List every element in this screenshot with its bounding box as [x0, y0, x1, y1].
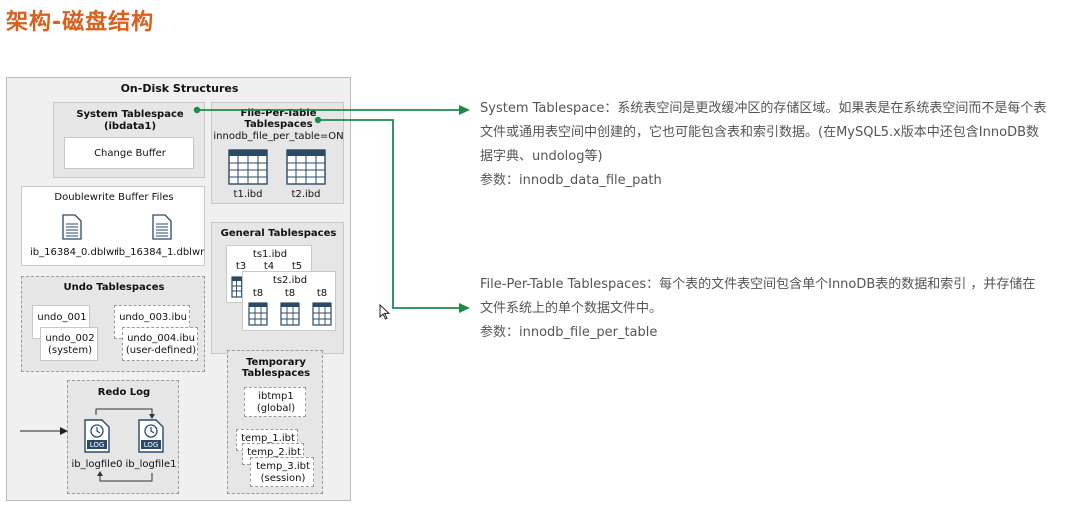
desc-system-line2: 文件或通用表空间中创建的，它也可能包含表和索引数据。(在MySQL5.x版本中还…: [480, 125, 1040, 140]
diagram-title: On-Disk Structures: [120, 82, 239, 95]
undo-title: Undo Tablespaces: [63, 282, 165, 293]
redo-file-0: ib_logfile0: [71, 459, 123, 470]
undo-002-note: (system): [48, 345, 92, 356]
system-tablespace-subtitle: (ibdata1): [103, 121, 157, 132]
system-tablespace-description: System Tablespace：系统表空间是更改缓冲区的存储区域。如果表是在…: [480, 97, 1046, 193]
ibtmp-label: ibtmp1: [258, 391, 294, 402]
redo-log-box: Redo Log LOG LOG ib_logfile0 ib_logfile1: [67, 380, 179, 494]
file-per-table-box: File-Per-Table Tablespaces innodb_file_p…: [211, 102, 344, 204]
desc-fpt-line1: File-Per-Table Tablespaces：每个表的文件表空间包含单个…: [480, 277, 1036, 292]
desc-system-line1: System Tablespace：系统表空间是更改缓冲区的存储区域。如果表是在…: [480, 101, 1047, 116]
log-badge: LOG: [143, 441, 159, 449]
temp-title2: Tablespaces: [241, 368, 311, 379]
table-icon: [228, 149, 268, 185]
ts1-table-t5: t5: [291, 261, 303, 272]
fpt-title2: Tablespaces: [244, 119, 313, 130]
redo-title: Redo Log: [97, 387, 151, 398]
general-tablespaces-box: General Tablespaces ts1.ibd t3 t4 t5 ts2…: [211, 222, 344, 354]
table-icon: [312, 302, 332, 326]
file-per-table-description: File-Per-Table Tablespaces：每个表的文件表空间包含单个…: [480, 273, 1035, 345]
ts1-table-t3: t3: [235, 261, 247, 272]
temp-1-label: temp_1.ibt: [241, 433, 295, 444]
table-icon: [280, 302, 300, 326]
dblwr-file-1: ib_16384_1.dblwr: [116, 247, 205, 258]
general-title: General Tablespaces: [220, 228, 337, 239]
redo-file-1: ib_logfile1: [125, 459, 177, 470]
undo-002-label: undo_002: [45, 333, 95, 344]
fpt-param: innodb_file_per_table=ON: [213, 131, 344, 142]
log-badge: LOG: [89, 441, 105, 449]
ts2-table-t8: t8: [284, 288, 296, 299]
change-buffer-box: Change Buffer: [64, 137, 194, 169]
ts2-label: ts2.ibd: [272, 275, 308, 286]
desc-system-line3: 据字典、undolog等): [480, 149, 603, 164]
table-icon: [248, 302, 268, 326]
undo-004-box: undo_004.ibu (user-defined): [122, 327, 198, 361]
temp-2-label: temp_2.ibt: [247, 447, 301, 458]
on-disk-structures-diagram: On-Disk Structures System Tablespace (ib…: [6, 77, 351, 501]
log-file-icon: LOG: [84, 419, 110, 453]
ts2-box: ts2.ibd t8 t8 t8: [242, 271, 336, 331]
undo-002-box: undo_002 (system): [40, 327, 98, 361]
temp-3-box: temp_3.ibt (session): [250, 457, 314, 487]
undo-003-label: undo_003.ibu: [119, 312, 187, 323]
undo-tablespaces-box: Undo Tablespaces undo_001 undo_002 (syst…: [21, 276, 205, 372]
ts2-table-t8: t8: [316, 288, 328, 299]
ts1-label: ts1.ibd: [252, 249, 288, 260]
ibtmp-box: ibtmp1 (global): [244, 387, 306, 417]
desc-fpt-line2: 文件系统上的单个数据文件中。: [480, 301, 663, 316]
redo-cycle-arrows: [95, 408, 155, 482]
system-tablespace-title: System Tablespace: [76, 109, 184, 120]
dblwr-file-0: ib_16384_0.dblwr: [30, 247, 119, 258]
file-icon: [62, 214, 82, 240]
file-icon: [152, 214, 172, 240]
page-title: 架构-磁盘结构: [6, 10, 155, 35]
redo-input-arrow: [20, 427, 68, 435]
ts1-table-t4: t4: [263, 261, 275, 272]
ibtmp-note: (global): [256, 403, 296, 414]
fpt-file-t2: t2.ibd: [291, 189, 321, 200]
ts2-table-t8: t8: [252, 288, 264, 299]
log-file-icon: LOG: [138, 419, 164, 453]
mouse-cursor-icon: [379, 304, 391, 320]
fpt-file-t1: t1.ibd: [233, 189, 263, 200]
undo-004-label: undo_004.ibu: [127, 333, 195, 344]
fpt-title: File-Per-Table: [240, 108, 317, 119]
desc-system-param: 参数：innodb_data_file_path: [480, 173, 662, 188]
desc-fpt-param: 参数：innodb_file_per_table: [480, 325, 658, 340]
undo-001-label: undo_001: [37, 312, 87, 323]
temp-title: Temporary: [246, 357, 306, 368]
temporary-tablespaces-box: Temporary Tablespaces ibtmp1 (global) te…: [227, 350, 323, 494]
undo-004-note: (user-defined): [125, 345, 197, 356]
table-icon: [286, 149, 326, 185]
temp-3-label: temp_3.ibt: [256, 461, 310, 472]
system-tablespace-box: System Tablespace (ibdata1) Change Buffe…: [53, 102, 205, 178]
temp-3-note: (session): [260, 473, 306, 484]
doublewrite-title: Doublewrite Buffer Files: [54, 192, 174, 203]
doublewrite-box: Doublewrite Buffer Files ib_16384_0.dblw…: [21, 186, 205, 266]
change-buffer-label: Change Buffer: [94, 148, 166, 159]
